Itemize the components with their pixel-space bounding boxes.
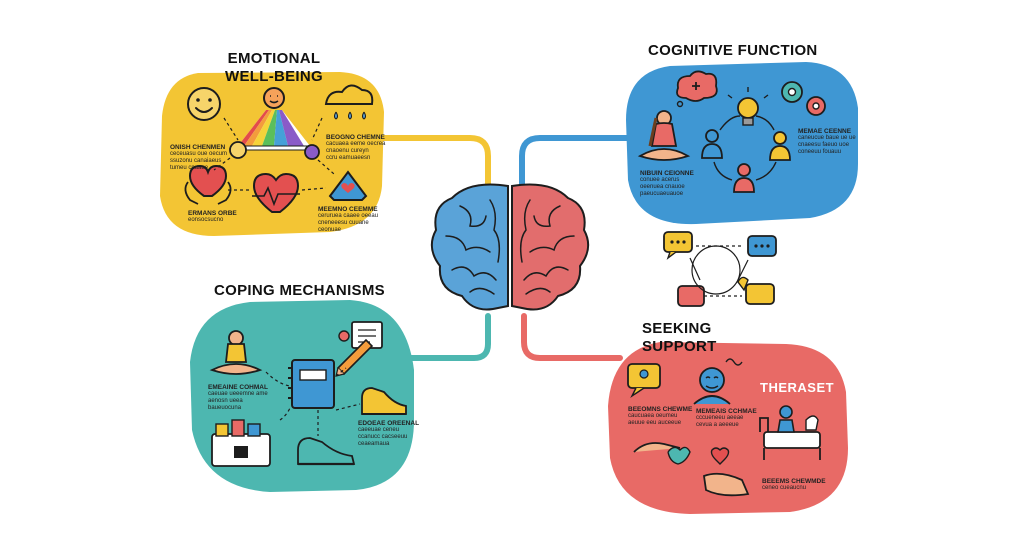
support-title: SEEKING SUPPORT: [642, 320, 717, 356]
sneaker-icon: [361, 387, 407, 415]
emotional-title-line1: EMOTIONAL: [227, 50, 321, 67]
support-title-line1: SEEKING: [642, 320, 712, 337]
support-caption: BEEEMS CHEWMDE ceneo cueaucnu: [762, 478, 826, 491]
meditating-person-icon: [637, 110, 691, 161]
emotional-title: EMOTIONAL WELL-BEING: [214, 50, 334, 86]
smiley-icon: [187, 87, 221, 121]
chat-bubbles-icon: [663, 231, 777, 307]
person-icon: [769, 131, 791, 161]
support-panel: [608, 342, 848, 514]
rainbow-spectrum-icon: [237, 87, 311, 151]
heartbeat-icon: [252, 172, 300, 213]
cognitive-caption: NIBUIN CEIONNE conuee acerus oeenuea cna…: [640, 170, 694, 197]
coping-title: COPING MECHANISMS: [214, 282, 385, 299]
lightbulb-icon: [727, 87, 769, 126]
emotional-caption: BEOGNO CHEMNE cacuaea eeme oecrea cnaoen…: [326, 134, 386, 161]
heart-hand-icon: [703, 447, 750, 497]
emotional-title-line2: WELL-BEING: [225, 68, 323, 85]
emotional-dashed-links: [213, 117, 335, 191]
coping-caption: EDOEAE OREENAL caeeuae ceneu ccanucc cac…: [358, 420, 420, 447]
cognitive-cycle-arrows: [713, 115, 777, 181]
cognitive-caption: MEMAE CEENNE caneucue baue ue ue cnaeesu…: [798, 128, 856, 155]
heart-hands-icon: [184, 164, 232, 205]
support-caption: MEMEAIS CCHMAE cccueneeu aeeae cevua a a…: [696, 408, 757, 428]
emotional-caption: ERMANS ORBE eonsocsucno: [188, 210, 237, 223]
rain-cloud-icon: [324, 84, 374, 120]
yoga-person-icon: [209, 330, 263, 375]
connector-cognitive: [519, 135, 637, 189]
person-icon: [701, 129, 723, 159]
cognitive-title: COGNITIVE FUNCTION: [648, 42, 818, 59]
palette-icon: [229, 141, 320, 160]
connector-coping: [377, 313, 491, 361]
therapy-couch-icon: [759, 405, 821, 460]
person-icon: [733, 163, 755, 193]
home-heart-icon: [328, 170, 368, 201]
first-aid-kit-icon: [211, 419, 271, 467]
brain-icon: [430, 183, 590, 311]
journal-notebook-icon: [288, 359, 335, 409]
coping-dashed-links: [265, 367, 361, 436]
gears-icon: [781, 81, 826, 116]
connector-emotional: [367, 135, 491, 189]
therapy-label: THERASET: [760, 380, 835, 395]
coping-caption: EMEAINE COHMAL caeuae ueeemne ame aenosn…: [208, 384, 268, 411]
support-person-icon: [693, 358, 743, 405]
sneaker-icon: [297, 437, 356, 466]
cognitive-panel: [626, 62, 858, 225]
thought-bubble-icon: [676, 70, 718, 108]
support-caption: BEEOMNS CHEWME caucuaea oeumeu aeuue eeu…: [628, 406, 693, 426]
group-chat-icon: [627, 363, 661, 399]
emotional-caption: ONISH CHENMEN ceceuasu oue oecum ssuzonu…: [170, 144, 228, 171]
connector-support: [521, 313, 623, 361]
helping-hands-icon: [633, 442, 691, 465]
support-title-line2: SUPPORT: [642, 338, 717, 355]
emotional-caption: MEEMNO CEEMME ceruruea caaee oeeau cnene…: [318, 206, 379, 233]
